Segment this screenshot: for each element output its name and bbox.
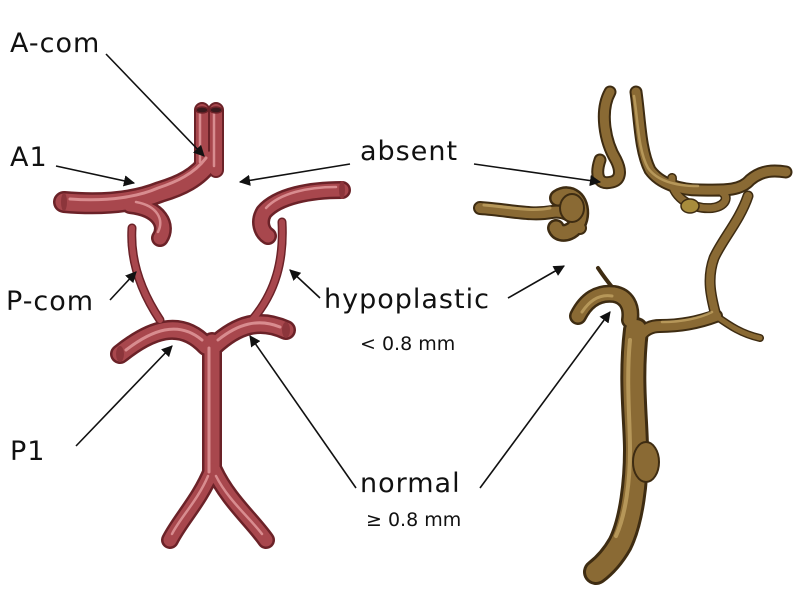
label-acom: A-com [10,28,100,59]
p1-arrow [75,345,173,447]
a1-arrow [55,165,136,187]
normal-arrow-left [249,335,357,489]
hypoplastic-arrow-left [289,269,321,299]
absent-arrow-left [238,163,351,186]
angiogram-rendering [473,85,793,585]
annotation-arrows [55,53,611,489]
hypoplastic-arrow-right [507,265,565,299]
pcom-arrow-left [109,271,137,301]
label-normal: normal [360,468,461,499]
label-pcom: P-com [6,286,94,317]
label-normal-size: ≥ 0.8 mm [366,509,461,531]
label-absent: absent [360,136,458,167]
label-a1: A1 [10,142,48,173]
normal-arrow-right [479,311,611,489]
label-p1: P1 [10,436,45,467]
absent-arrow-right [473,163,602,187]
label-hypoplastic-size: < 0.8 mm [360,333,455,355]
acom-arrow [105,53,205,157]
label-hypoplastic: hypoplastic [324,284,490,315]
